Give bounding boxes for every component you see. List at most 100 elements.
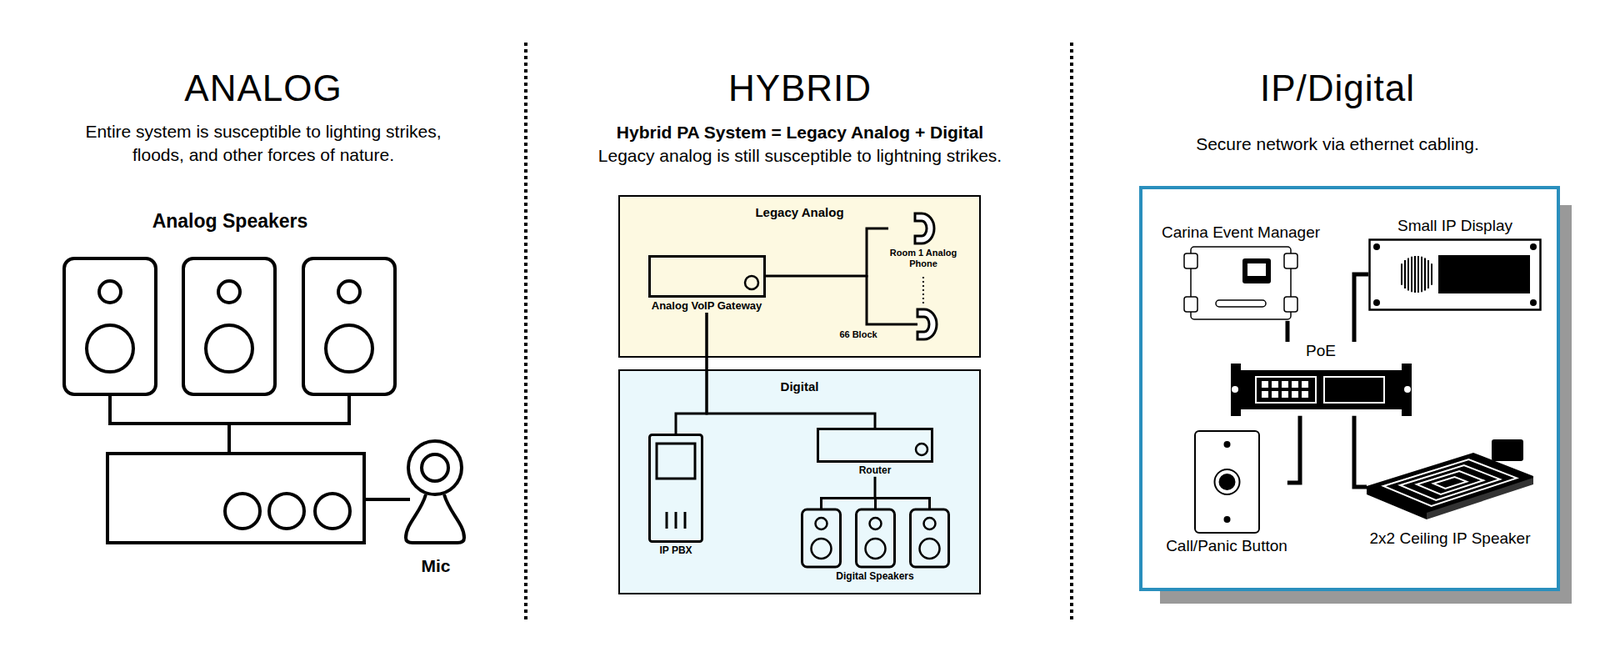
- device-slot: [1215, 300, 1266, 307]
- part-label: Room 1 Analog Phone: [888, 247, 959, 269]
- speaker-tweeter: [338, 280, 360, 303]
- port: [1281, 380, 1289, 388]
- speaker-cabinet: [64, 258, 156, 395]
- column-description: Secure network via ethernet cabling.: [1129, 133, 1546, 155]
- legacy-analog-zone: Legacy AnalogAnalog VoIP GatewayRoom 1 A…: [618, 195, 981, 358]
- mounting-tab: [1184, 253, 1198, 269]
- mounting-tab: [1184, 296, 1198, 312]
- pbx-slot: [675, 511, 678, 529]
- speaker-grille: [1404, 260, 1406, 289]
- speaker-woofer: [325, 325, 373, 372]
- ip-pbx: IP PBX: [648, 433, 704, 557]
- router-box: [818, 429, 933, 462]
- speaker-woofer: [86, 325, 134, 372]
- mic-head: [408, 440, 462, 495]
- grille-ring: [1383, 459, 1517, 506]
- speaker-grille: [1414, 255, 1416, 293]
- analog-speakers: [64, 258, 465, 543]
- gateway-led: [745, 275, 759, 290]
- button-ring: [1214, 469, 1240, 495]
- event-manager: Carina Event Manager: [1161, 223, 1320, 321]
- port: [1271, 380, 1279, 388]
- switch-panel: [1324, 376, 1385, 403]
- grille-ring: [1433, 476, 1467, 489]
- port: [1291, 380, 1299, 388]
- speaker-woofer: [810, 538, 831, 559]
- zone-fill: [618, 369, 981, 595]
- speaker-grille: [1427, 260, 1430, 289]
- zone-title: Digital: [620, 379, 980, 394]
- pbx-slot: [684, 511, 687, 529]
- port: [1271, 390, 1279, 398]
- pbx-body: [650, 435, 703, 542]
- speaker-cabinet: [910, 509, 949, 567]
- column-heading: ANALOG: [55, 66, 472, 111]
- signal-wire: [675, 312, 707, 434]
- part-label: 66 Block: [650, 329, 1067, 340]
- speaker-tweeter: [923, 517, 935, 530]
- pbx-icon: [648, 433, 704, 543]
- speaker-cabinet: [303, 258, 395, 395]
- ethernet-cable: [1287, 415, 1300, 483]
- part-label: Analog VoIP Gateway: [651, 300, 762, 313]
- speaker-grille: [1410, 256, 1413, 292]
- switch-body: [1239, 370, 1404, 410]
- mounting-tab: [1284, 296, 1298, 312]
- port-bank: [1255, 376, 1316, 403]
- speakers-icon: [800, 496, 950, 569]
- speaker-cabinet: [183, 258, 275, 395]
- box-fills: [618, 195, 981, 595]
- display-housing: [1370, 239, 1541, 310]
- phone-icon: [910, 211, 936, 245]
- part-label: Digital Speakers: [835, 570, 914, 583]
- column-divider: [1070, 42, 1074, 620]
- pbx-slot: [665, 511, 669, 529]
- port: [1281, 390, 1289, 398]
- port: [1301, 390, 1309, 398]
- router: Router: [816, 427, 934, 477]
- speaker-cabinet: [801, 509, 840, 567]
- screw: [1223, 515, 1230, 523]
- port: [1261, 390, 1269, 398]
- column-heading: HYBRID: [591, 66, 1009, 111]
- display-icon: [1368, 238, 1542, 311]
- speaker-tweeter: [815, 517, 827, 530]
- amplifier-knob: [315, 493, 350, 529]
- port: [1301, 380, 1309, 388]
- column-subheading: Hybrid PA System = Legacy Analog + Digit…: [591, 121, 1009, 143]
- speaker-woofer: [919, 538, 940, 559]
- speaker-wire: [820, 498, 930, 510]
- tile-face: [1366, 453, 1534, 512]
- button-cap: [1218, 473, 1235, 490]
- mic-stand: [405, 494, 465, 543]
- pbx-screen: [656, 443, 695, 479]
- ceiling-speaker: 2x2 Ceiling IP Speaker: [1366, 435, 1534, 548]
- part-label: Call/Panic Button: [1165, 536, 1288, 555]
- screw: [1373, 299, 1380, 306]
- grille-ring: [1400, 465, 1500, 500]
- ethernet-cable: [1285, 320, 1290, 342]
- mic-wire: [364, 497, 410, 501]
- mic-capsule: [421, 454, 449, 481]
- part-label: Carina Event Manager: [1161, 223, 1320, 242]
- voip-gateway: Analog VoIP Gateway: [648, 255, 766, 313]
- ip-display: Small IP Display: [1368, 216, 1542, 311]
- screw: [1373, 243, 1380, 250]
- amplifier-knob: [269, 493, 305, 529]
- speaker-tweeter: [99, 280, 121, 303]
- speaker-cabinet: [855, 509, 895, 567]
- analog-phone: [917, 309, 937, 340]
- column-description: Legacy analog is still susceptible to li…: [591, 145, 1009, 166]
- grille-ring: [1416, 470, 1484, 495]
- column-description: Entire system is susceptible to lighting…: [71, 120, 455, 167]
- digital-speakers: Digital Speakers: [800, 496, 950, 583]
- amplifier-knob: [225, 493, 260, 529]
- port: [1261, 380, 1269, 388]
- analog-phone: Room 1 Analog Phone: [888, 211, 959, 269]
- backbox: [1491, 439, 1524, 461]
- part-label: PoE: [1305, 341, 1336, 360]
- screw: [1530, 243, 1537, 250]
- panic-button: Call/Panic Button: [1165, 429, 1288, 555]
- 66-block-wire: [866, 275, 918, 325]
